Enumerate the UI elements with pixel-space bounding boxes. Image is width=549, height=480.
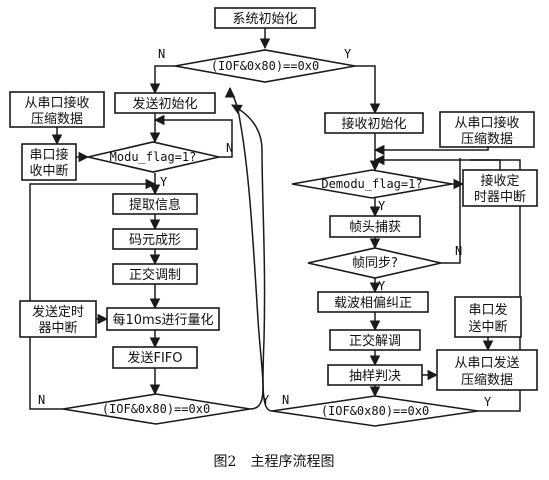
- send-bottom-condition-label: (IOF&0x80)==0x0: [102, 402, 210, 416]
- node-recv-bottom-condition: (IOF&0x80)==0x0: [271, 395, 479, 427]
- node-send-bottom-condition: (IOF&0x80)==0x0: [62, 393, 251, 425]
- connectors: [29, 28, 521, 412]
- node-send-fifo: 发送FIFO: [112, 346, 198, 369]
- mod-branch-n: N: [226, 141, 233, 155]
- node-system-init: 系统初始化: [214, 7, 316, 29]
- top-branch-y: Y: [344, 47, 352, 61]
- send-init-label: 发送初始化: [132, 96, 197, 112]
- node-recv-send-out: 从串口发送 压缩数据: [436, 349, 538, 391]
- recv-timer-int-line1: 接收定: [480, 173, 519, 189]
- node-send-init: 发送初始化: [114, 92, 216, 114]
- send-fifo-label: 发送FIFO: [127, 350, 182, 366]
- recv-send-out-line1: 从串口发送: [454, 355, 519, 371]
- serial-rx-int-line2: 收中断: [29, 164, 68, 179]
- node-recv-ext-receive: 从串口接收 压缩数据: [439, 111, 535, 148]
- node-orth-demodulation: 正交解调: [329, 329, 421, 351]
- node-demod-flag-decision: Demodu_flag=1?: [291, 169, 453, 199]
- top-condition-label: (IOF&0x80)==0x0: [211, 59, 319, 73]
- sample-decision-label: 抽样判决: [349, 369, 401, 384]
- serial-tx-int-line1: 串口发: [468, 302, 507, 318]
- mod-branch-y: Y: [160, 175, 168, 189]
- node-send-timer-interrupt: 发送定时 器中断: [19, 300, 97, 338]
- extract-info-label: 提取信息: [129, 197, 181, 213]
- recv-bottom-branch-y: Y: [484, 395, 492, 409]
- top-branch-n: N: [158, 47, 165, 61]
- sync-branch-y: Y: [378, 279, 386, 293]
- recv-ext-receive-line1: 从串口接收: [454, 115, 519, 131]
- send-bottom-branch-y: Y: [262, 393, 270, 407]
- orth-demodulation-label: 正交解调: [349, 333, 401, 349]
- node-sample-decision: 抽样判决: [327, 364, 423, 386]
- node-send-ext-receive: 从串口接收 压缩数据: [9, 91, 105, 128]
- node-frame-capture: 帧头捕获: [329, 215, 421, 238]
- node-recv-timer-interrupt: 接收定 时器中断: [462, 169, 538, 207]
- quantize-label: 每10ms进行量化: [113, 312, 214, 328]
- mod-flag-label: Modu_flag=1?: [110, 150, 197, 164]
- node-top-condition: (IOF&0x80)==0x0: [174, 49, 356, 83]
- node-orth-modulation: 正交调制: [112, 263, 198, 285]
- sync-branch-n: N: [455, 244, 462, 258]
- node-serial-rx-interrupt: 串口接 收中断: [21, 143, 77, 181]
- demod-branch-y: Y: [378, 199, 386, 213]
- send-ext-receive-line2: 压缩数据: [31, 111, 83, 127]
- recv-ext-receive-line2: 压缩数据: [461, 131, 513, 147]
- recv-timer-int-line2: 时器中断: [474, 190, 526, 205]
- send-ext-receive-line1: 从串口接收: [24, 95, 89, 111]
- demod-flag-label: Demodu_flag=1?: [321, 177, 422, 191]
- serial-tx-int-line2: 送中断: [468, 320, 507, 335]
- figure-caption: 图2 主程序流程图: [214, 454, 335, 470]
- recv-init-label: 接收初始化: [341, 116, 406, 132]
- node-recv-init: 接收初始化: [324, 112, 424, 134]
- system-init-label: 系统初始化: [232, 12, 297, 27]
- frame-sync-label: 帧同步?: [352, 256, 398, 271]
- send-bottom-branch-n: N: [38, 393, 45, 407]
- send-timer-int-line2: 器中断: [38, 321, 77, 336]
- recv-send-out-line2: 压缩数据: [461, 372, 513, 388]
- frame-capture-label: 帧头捕获: [349, 219, 401, 235]
- node-extract-info: 提取信息: [112, 193, 198, 215]
- node-symbol-shaping: 码元成形: [112, 228, 198, 250]
- symbol-shaping-label: 码元成形: [129, 233, 181, 248]
- send-timer-int-line1: 发送定时: [32, 304, 84, 320]
- node-mod-flag-decision: Modu_flag=1?: [87, 141, 220, 173]
- node-serial-tx-interrupt: 串口发 送中断: [454, 296, 522, 338]
- node-carrier-correction: 载波相偏纠正: [317, 291, 429, 313]
- carrier-correction-label: 载波相偏纠正: [334, 296, 412, 311]
- recv-bottom-condition-label: (IOF&0x80)==0x0: [321, 404, 429, 418]
- orth-modulation-label: 正交调制: [129, 267, 181, 283]
- recv-bottom-branch-n: N: [282, 393, 289, 407]
- serial-rx-int-line1: 串口接: [29, 147, 68, 163]
- node-quantize: 每10ms进行量化: [106, 307, 220, 331]
- node-frame-sync-decision: 帧同步?: [307, 247, 442, 279]
